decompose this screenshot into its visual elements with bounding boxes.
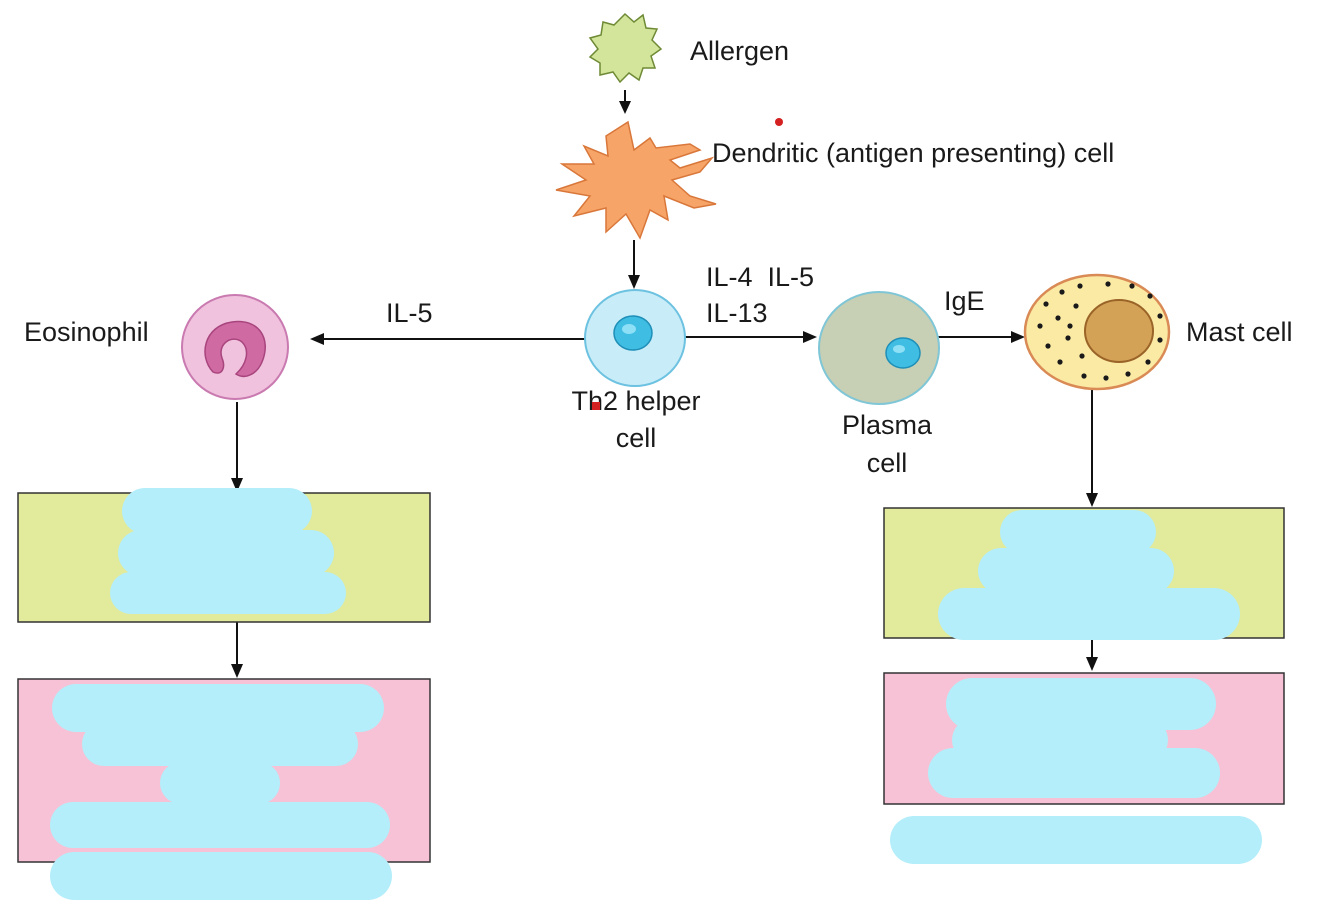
th2-label-line1: Th2 helper <box>571 386 700 416</box>
th2-label-line2: cell <box>616 423 657 453</box>
allergen-particle-icon <box>588 12 663 84</box>
cytokine-label-line1: IL-4 IL-5 <box>706 262 814 292</box>
il5-left-label: IL-5 <box>386 298 433 328</box>
dendritic-cell-icon <box>555 120 717 240</box>
arrow-mast-box-to-box <box>1086 638 1098 671</box>
eosinophil-effect-redaction <box>110 488 346 614</box>
mast-cell-granules <box>1037 281 1163 381</box>
allergen-label: Allergen <box>690 36 789 66</box>
mast-cell-effect-redaction <box>938 510 1240 640</box>
ige-label: IgE <box>944 286 985 316</box>
th2-helper-cell-icon <box>584 289 686 387</box>
arrow-dendritic-to-th2 <box>628 240 640 289</box>
red-marker-square <box>592 402 600 410</box>
eosinophil-outcome-redaction <box>50 684 392 900</box>
eosinophil-label: Eosinophil <box>24 317 149 347</box>
red-marker-dot <box>775 118 783 126</box>
mast-cell-label: Mast cell <box>1186 317 1293 347</box>
mast-cell-outcome-redaction <box>890 678 1262 864</box>
eosinophil-icon <box>181 294 289 400</box>
cytokine-label-line2: IL-13 <box>706 298 768 328</box>
mast-cell-icon <box>1023 273 1171 391</box>
arrow-plasma-to-mast <box>938 331 1025 343</box>
arrow-th2-to-plasma <box>684 331 817 343</box>
plasma-cell-icon <box>818 291 940 405</box>
dendritic-label: Dendritic (antigen presenting) cell <box>712 138 1114 168</box>
plasma-label-line1: Plasma <box>842 410 933 440</box>
arrow-allergen-to-dendritic <box>619 90 631 114</box>
arrow-eosinophil-box-to-box <box>231 622 243 678</box>
arrow-mast-to-box <box>1086 390 1098 507</box>
plasma-label-line2: cell <box>867 448 908 478</box>
arrow-eosinophil-to-box <box>231 402 243 492</box>
arrow-th2-to-eosinophil <box>310 333 586 345</box>
